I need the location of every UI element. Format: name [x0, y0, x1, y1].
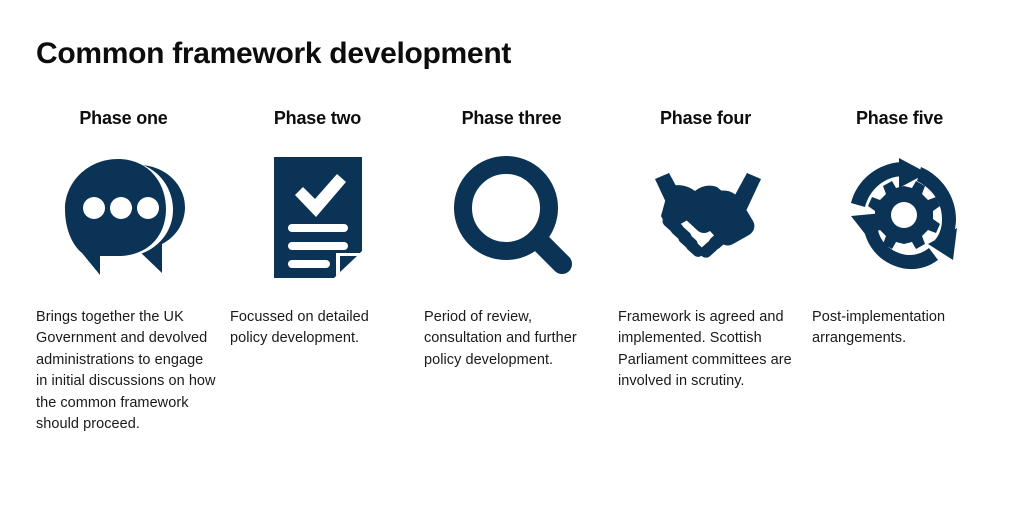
phase-two-heading: Phase two: [273, 108, 362, 128]
page-title: Common framework development: [36, 37, 512, 70]
gear-cycle-icon: [816, 150, 991, 285]
phase-column-four: Phase four: [618, 108, 812, 393]
phase-column-three: Phase three Period of review, consultati…: [424, 108, 618, 371]
phase-column-five: Phase five: [812, 108, 1006, 350]
document-check-icon: [230, 150, 405, 285]
phase-five-heading: Phase five: [855, 108, 944, 128]
phase-three-heading: Phase three: [461, 108, 562, 128]
phase-columns: Phase one Brings together the UK Governm…: [36, 108, 1006, 436]
phase-column-two: Phase two Focussed on detailed policy de…: [230, 108, 424, 350]
phase-five-description: Post-implementation arrangements.: [812, 308, 946, 347]
phase-column-one: Phase one Brings together the UK Governm…: [36, 108, 230, 436]
phase-one-description: Brings together the UK Government and de…: [36, 308, 216, 433]
phase-two-description: Focussed on detailed policy development.: [230, 308, 369, 347]
phase-four-heading: Phase four: [659, 108, 752, 128]
magnifying-glass-icon: [426, 150, 601, 285]
speech-bubbles-icon: [38, 150, 213, 285]
phase-three-description: Period of review, consultation and furth…: [424, 308, 577, 368]
phase-four-description: Framework is agreed and implemented. Sco…: [618, 308, 792, 390]
handshake-icon: [620, 150, 795, 285]
phase-one-heading: Phase one: [79, 108, 168, 128]
